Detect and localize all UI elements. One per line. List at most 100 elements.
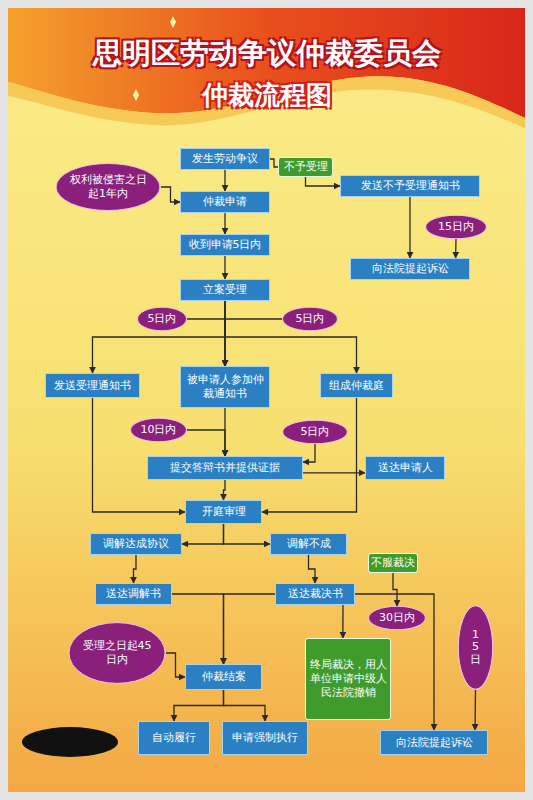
- node-text: 向法院提起诉讼: [383, 736, 485, 750]
- process-box: 提交答辩书并提供证据: [147, 456, 303, 480]
- process-box: 自动履行: [138, 721, 210, 755]
- flow-arrow: [225, 301, 357, 373]
- text-holder: 5日内: [143, 312, 182, 326]
- process-box: 调解不成: [270, 533, 347, 555]
- text-holder: 仲裁结案: [188, 670, 259, 684]
- flow-arrow: [409, 197, 410, 258]
- node-text: 申请强制执行: [225, 731, 305, 745]
- flow-arrow: [172, 594, 224, 664]
- process-box: 发送不予受理通知书: [340, 175, 480, 197]
- text-holder: 5日内: [289, 312, 332, 326]
- node-text: 调解不成: [273, 537, 344, 551]
- flow-arrow: [342, 605, 343, 638]
- node-text: 15日内: [432, 220, 480, 234]
- node-text: 受理之日起45日内: [79, 639, 155, 667]
- flow-arrow: [303, 472, 365, 473]
- node-text: 不服裁决: [371, 556, 415, 570]
- process-box: 申请强制执行: [222, 721, 308, 755]
- flow-arrow: [224, 524, 271, 544]
- text-holder: 提交答辩书并提供证据: [150, 461, 300, 475]
- flow-arrow: [262, 398, 357, 512]
- condition-tag: 不服裁决: [368, 553, 418, 573]
- process-box: 发送受理通知书: [45, 373, 140, 398]
- flow-arrow: [309, 555, 316, 583]
- process-box: 收到申请5日内: [180, 234, 270, 256]
- node-text: 10日内: [137, 423, 181, 437]
- flow-arrow: [225, 319, 282, 366]
- text-holder: 送达调解书: [98, 587, 169, 601]
- note-ellipse: 10日内: [130, 418, 187, 442]
- process-box: 送达调解书: [95, 583, 172, 605]
- process-box: 仲裁申请: [180, 191, 270, 213]
- ellipse-fill: [458, 606, 492, 689]
- title: 思明区劳动争议仲裁委员会: [0, 34, 533, 74]
- text-holder: 受理之日起45日内: [79, 639, 155, 667]
- ellipse-fill: [138, 307, 187, 331]
- process-box: 立案受理: [180, 279, 270, 301]
- node-text: 收到申请5日内: [183, 238, 267, 252]
- flow-arrow: [224, 480, 226, 500]
- text-holder: 不予受理: [281, 160, 330, 174]
- process-box: 组成仲裁庭: [320, 373, 393, 398]
- ellipse-fill: [426, 215, 487, 239]
- note-ellipse: 受理之日起45日内: [68, 622, 166, 684]
- text-holder: 发生劳动争议: [183, 152, 267, 166]
- text-holder: 向法院提起诉讼: [353, 262, 467, 276]
- node-text: 发送不予受理通知书: [343, 179, 477, 193]
- process-box: 送达申请人: [365, 456, 445, 480]
- process-box: 向法院提起诉讼: [350, 258, 470, 280]
- text-holder: 15日内: [432, 220, 480, 234]
- note-ellipse: 5日内: [282, 420, 348, 444]
- flow-arrow: [224, 256, 225, 279]
- flow-arrow: [93, 301, 226, 373]
- process-box: 送达裁决书: [275, 583, 355, 605]
- node-text: 送达裁决书: [278, 587, 352, 601]
- flow-arrow: [134, 555, 137, 583]
- node-text: 送达调解书: [98, 587, 169, 601]
- text-holder: 30日内: [375, 611, 420, 625]
- note-ellipse: 权利被侵害之日起1年内: [55, 163, 161, 211]
- node-text: 自动履行: [141, 731, 207, 745]
- text-holder: 申请强制执行: [225, 731, 305, 745]
- text-holder: 发送不予受理通知书: [343, 179, 477, 193]
- text-holder: 收到申请5日内: [183, 238, 267, 252]
- text-holder: 自动履行: [141, 731, 207, 745]
- text-holder: 组成仲裁庭: [323, 379, 390, 393]
- node-text: 终局裁决，用人单位申请中级人民法院撤销: [308, 658, 388, 699]
- process-box: 仲裁结案: [185, 664, 262, 690]
- node-text: 仲裁申请: [183, 195, 267, 209]
- node-text: 组成仲裁庭: [323, 379, 390, 393]
- text-holder: 调解不成: [273, 537, 344, 551]
- condition-tag: 不予受理: [278, 157, 333, 177]
- note-ellipse: 30日内: [368, 606, 426, 630]
- node-text: 开庭审理: [188, 505, 259, 519]
- text-holder: 向法院提起诉讼: [383, 736, 485, 750]
- flow-arrow: [270, 159, 278, 167]
- flow-arrow: [393, 573, 397, 606]
- node-text: 发送受理通知书: [48, 379, 137, 393]
- text-holder: 仲裁申请: [183, 195, 267, 209]
- text-holder: 10日内: [137, 423, 181, 437]
- node-text: 5日内: [143, 312, 182, 326]
- flow-arrow: [93, 398, 186, 512]
- condition-tag: 终局裁决，用人单位申请中级人民法院撤销: [305, 638, 391, 720]
- text-holder: 被申请人参加仲裁通知书: [183, 373, 267, 401]
- flow-arrow: [303, 444, 315, 462]
- flow-arrow: [455, 239, 457, 258]
- node-text: 发生劳动争议: [183, 152, 267, 166]
- redaction-blot: [22, 727, 118, 757]
- ellipse-fill: [369, 606, 426, 630]
- node-text: 仲裁结案: [188, 670, 259, 684]
- node-text: 立案受理: [183, 283, 267, 297]
- flow-arrow: [224, 213, 225, 234]
- text-holder: 送达裁决书: [278, 587, 352, 601]
- note-ellipse: 15日内: [425, 215, 487, 239]
- node-text: 被申请人参加仲裁通知书: [183, 373, 267, 401]
- text-holder: 立案受理: [183, 283, 267, 297]
- node-text: 5日内: [289, 312, 332, 326]
- text-holder: 15日: [462, 629, 489, 665]
- node-text: 不予受理: [281, 160, 330, 174]
- text-holder: 5日内: [290, 425, 341, 439]
- flow-arrow: [224, 690, 266, 721]
- flow-arrow: [166, 653, 185, 677]
